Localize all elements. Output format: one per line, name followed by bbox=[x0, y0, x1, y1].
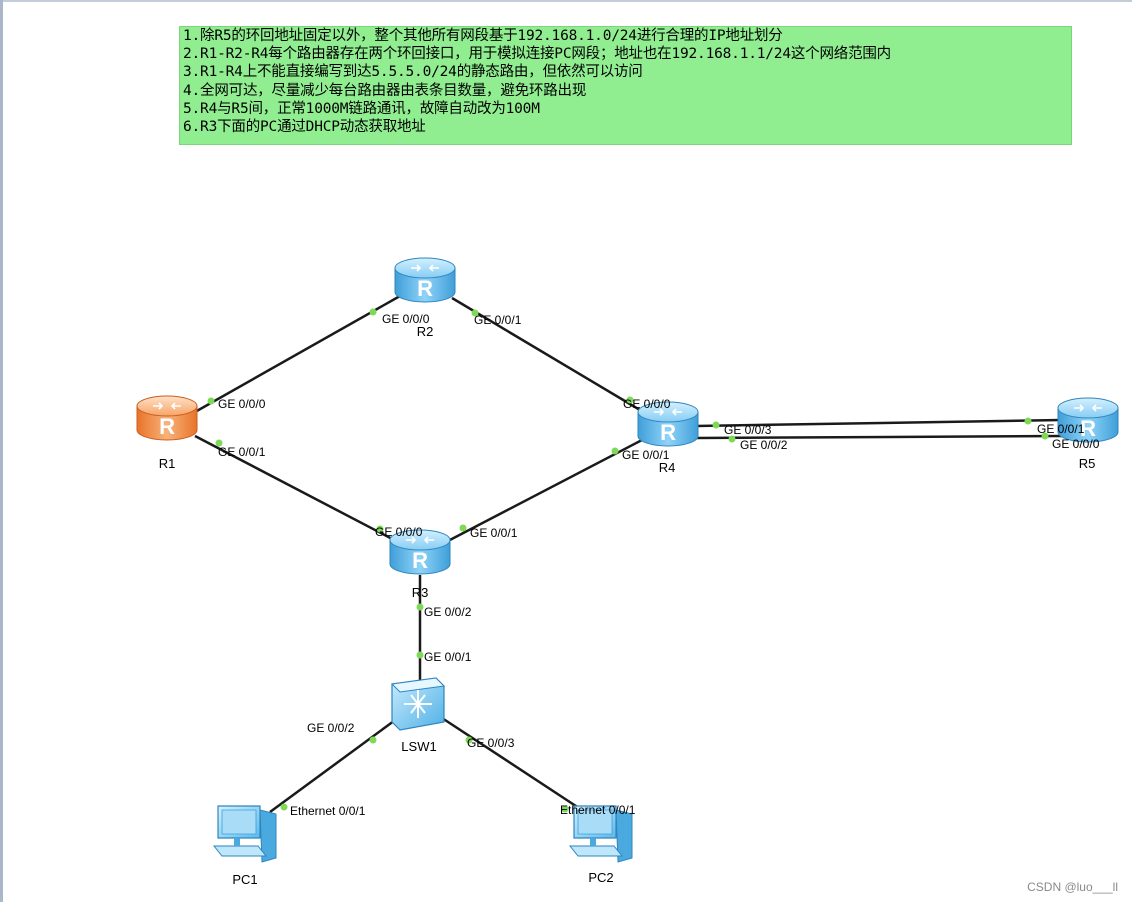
port-label-r3-ge002: GE 0/0/2 bbox=[424, 605, 472, 619]
label-pc2: PC2 bbox=[588, 870, 613, 885]
port-dot bbox=[465, 736, 473, 744]
svg-text:R: R bbox=[417, 276, 433, 301]
port-label-r4-ge002: GE 0/0/2 bbox=[740, 438, 788, 452]
window-top-border bbox=[0, 0, 1132, 2]
label-r3: R3 bbox=[412, 585, 429, 600]
switch-arrows-icon bbox=[404, 690, 432, 718]
router-arrows-icon bbox=[153, 402, 181, 410]
router-arrows-icon bbox=[654, 408, 682, 416]
port-dot bbox=[369, 308, 377, 316]
svg-text:R: R bbox=[412, 548, 428, 573]
port-dot bbox=[369, 736, 377, 744]
port-dot bbox=[1041, 432, 1049, 440]
port-label-r2-ge000: GE 0/0/0 bbox=[382, 312, 430, 326]
pc-pc2[interactable] bbox=[568, 805, 633, 863]
port-dot bbox=[626, 396, 634, 404]
label-pc1: PC1 bbox=[232, 872, 257, 887]
port-dot bbox=[471, 309, 479, 317]
port-label-r4-ge003: GE 0/0/3 bbox=[724, 423, 772, 437]
note-line-5: 5.R4与R5间，正常1000M链路通讯，故障自动改为100M bbox=[183, 100, 540, 117]
port-dot bbox=[376, 525, 384, 533]
svg-text:R: R bbox=[1080, 416, 1096, 441]
label-r1: R1 bbox=[159, 456, 176, 471]
port-dot bbox=[416, 603, 424, 611]
port-label-pc1-eth: Ethernet 0/0/1 bbox=[290, 804, 366, 818]
link-lsw1-pc2[interactable] bbox=[441, 716, 586, 814]
link-lsw1-pc1[interactable] bbox=[269, 716, 399, 814]
label-r2: R2 bbox=[417, 324, 434, 339]
note-line-3: 3.R1-R4上不能直接编写到达5.5.5.0/24的静态路由，但依然可以访问 bbox=[183, 64, 643, 81]
window-left-border bbox=[0, 0, 3, 902]
port-label-lsw1-ge003: GE 0/0/3 bbox=[467, 736, 515, 750]
port-dot bbox=[611, 447, 619, 455]
router-r5[interactable]: R bbox=[1057, 397, 1119, 443]
label-r4: R4 bbox=[659, 460, 676, 475]
port-label-r2-ge001: GE 0/0/1 bbox=[474, 313, 522, 327]
router-arrows-icon bbox=[1074, 404, 1102, 412]
router-r3[interactable]: R bbox=[389, 529, 451, 575]
port-label-r1-ge000: GE 0/0/0 bbox=[218, 397, 266, 411]
link-r4-r5-ge002[interactable] bbox=[695, 434, 1063, 440]
port-label-r5-ge000: GE 0/0/0 bbox=[1052, 437, 1100, 451]
port-dot bbox=[1024, 417, 1032, 425]
router-r1[interactable]: R bbox=[136, 395, 198, 441]
link-r4-r5-ge003[interactable] bbox=[695, 418, 1063, 428]
port-label-r5-ge001: GE 0/0/1 bbox=[1037, 422, 1085, 436]
note-line-1: 1.除R5的环回地址固定以外，整个其他所有网段基于192.168.1.0/24进… bbox=[183, 28, 783, 44]
port-label-r4-ge001: GE 0/0/1 bbox=[622, 448, 670, 462]
note-line-6: 6.R3下面的PC通过DHCP动态获取地址 bbox=[183, 119, 426, 136]
link-r2-r4[interactable] bbox=[451, 296, 641, 412]
port-dot bbox=[215, 439, 223, 447]
note-line-2: 2.R1-R2-R4每个路由器存在两个环回接口，用于模拟连接PC网段；地址也在1… bbox=[183, 46, 891, 63]
svg-text:R: R bbox=[660, 420, 676, 445]
link-r4-r3[interactable] bbox=[445, 438, 643, 544]
port-dot bbox=[712, 421, 720, 429]
router-r4[interactable]: R bbox=[637, 401, 699, 447]
port-label-r3-ge000: GE 0/0/0 bbox=[375, 525, 423, 539]
port-dot bbox=[280, 803, 288, 811]
note-line-4: 4.全网可达，尽量减少每台路由器由表条目数量，避免环路出现 bbox=[183, 82, 587, 99]
port-label-pc2-eth: Ethernet 0/0/1 bbox=[560, 803, 636, 817]
links bbox=[194, 294, 1063, 814]
router-arrows-icon bbox=[406, 536, 434, 544]
router-arrows-icon bbox=[411, 264, 439, 272]
port-dot bbox=[561, 805, 569, 813]
port-dots bbox=[207, 308, 1049, 813]
port-dot bbox=[459, 524, 467, 532]
label-r5: R5 bbox=[1079, 456, 1096, 471]
requirements-note[interactable]: 1.除R5的环回地址固定以外，整个其他所有网段基于192.168.1.0/24进… bbox=[179, 26, 1072, 145]
port-dot bbox=[207, 397, 215, 405]
port-label-lsw1-ge001: GE 0/0/1 bbox=[424, 650, 472, 664]
port-dot bbox=[728, 435, 736, 443]
port-label-r3-ge001: GE 0/0/1 bbox=[470, 526, 518, 540]
svg-text:R: R bbox=[159, 414, 175, 439]
port-label-r1-ge001: GE 0/0/1 bbox=[218, 445, 266, 459]
link-r1-r3[interactable] bbox=[194, 434, 399, 544]
pc-pc1[interactable] bbox=[212, 805, 277, 863]
router-r2[interactable]: R bbox=[394, 257, 456, 303]
port-dot bbox=[416, 651, 424, 659]
watermark: CSDN @luo___ll bbox=[1027, 880, 1118, 894]
label-lsw1: LSW1 bbox=[401, 739, 436, 754]
port-label-lsw1-ge002: GE 0/0/2 bbox=[307, 721, 355, 735]
link-r1-r2[interactable] bbox=[194, 294, 401, 414]
switch-lsw1[interactable] bbox=[390, 677, 446, 731]
port-label-r4-ge000: GE 0/0/0 bbox=[623, 397, 671, 411]
